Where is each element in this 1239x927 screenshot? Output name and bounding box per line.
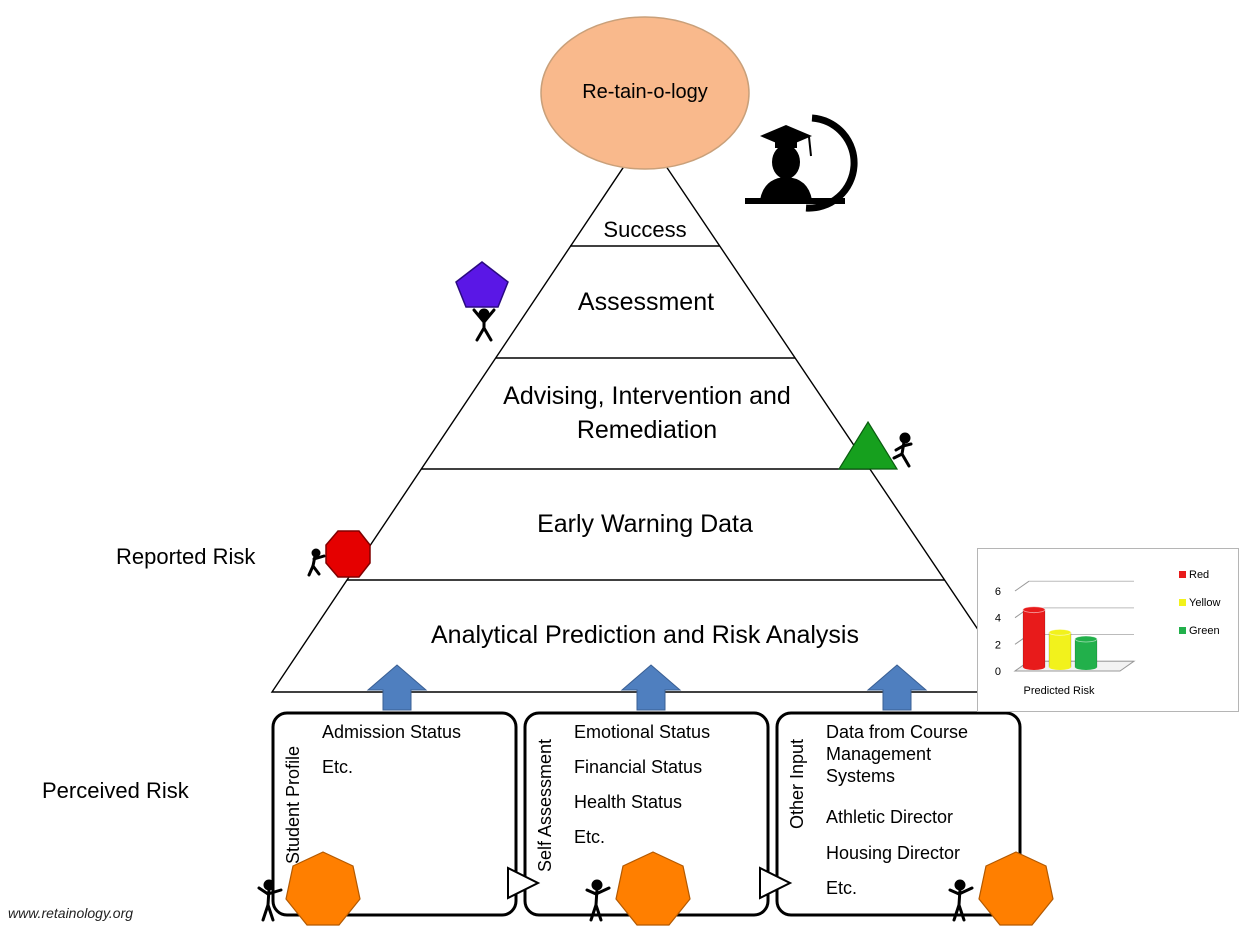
- layer-early-warning: Early Warning Data: [537, 510, 753, 538]
- heptagon-icon: [285, 851, 361, 926]
- pentagon-icon: [455, 261, 509, 308]
- bar-top: [1074, 635, 1098, 643]
- bar-base: [1075, 664, 1097, 670]
- x-axis-label: Predicted Risk: [1024, 685, 1095, 697]
- layer-analytical: Analytical Prediction and Risk Analysis: [431, 621, 859, 649]
- box-item: Housing Director: [826, 843, 961, 863]
- person-icon: [585, 879, 611, 922]
- retainology-bubble: [540, 16, 750, 170]
- chart-gridline: [1014, 580, 1030, 592]
- legend-label: Yellow: [1189, 597, 1220, 609]
- legend-swatch: [1179, 571, 1186, 578]
- legend-swatch: [1179, 599, 1186, 606]
- box-item: Data from Course Management Systems: [826, 722, 969, 786]
- graduate-icon: [745, 114, 858, 212]
- box-item: Health Status: [574, 792, 683, 812]
- person-icon: [257, 879, 283, 922]
- up-arrow-icon: [866, 664, 928, 711]
- student-profile-title: Student Profile: [283, 745, 303, 864]
- heptagons: [285, 851, 1054, 926]
- legend-label: Red: [1189, 569, 1209, 581]
- box-item: Etc.: [574, 827, 606, 847]
- up-arrow-icon: [366, 664, 428, 711]
- layer-assessment: Assessment: [577, 288, 715, 316]
- bar-base: [1023, 664, 1045, 670]
- y-tick-label: 0: [995, 666, 1001, 678]
- person-pushing-icon: [307, 548, 326, 577]
- other-input-title: Other Input: [787, 738, 807, 829]
- connector-arrow-icon: [507, 866, 541, 900]
- person-lifting-icon: [472, 308, 496, 342]
- layer-advising: Advising, Intervention and Remediation: [503, 382, 791, 444]
- perceived-risk-label: Perceived Risk: [42, 778, 189, 803]
- box-item: Etc.: [826, 878, 858, 898]
- box-item: Etc.: [322, 757, 354, 777]
- box-item: Emotional Status: [574, 722, 711, 742]
- reported-risk-label: Reported Risk: [116, 544, 256, 569]
- retainology-title: Re-tain-o-logy: [582, 81, 708, 103]
- up-arrow-icon: [620, 664, 682, 711]
- bar-red: [1022, 609, 1046, 668]
- site-url: www.retainology.org: [8, 905, 134, 921]
- y-tick-label: 6: [995, 586, 1001, 598]
- connectors: [507, 866, 793, 900]
- octagon-icon: [325, 530, 371, 578]
- legend-swatch: [1179, 627, 1186, 634]
- heptagon-icon: [615, 851, 691, 926]
- box-item: Admission Status: [322, 722, 462, 742]
- heptagon-icon: [978, 851, 1054, 926]
- bar-top: [1022, 606, 1046, 614]
- bar-yellow: [1048, 632, 1072, 668]
- stick-figures: [257, 308, 974, 922]
- triangle-icon: [837, 420, 899, 470]
- layer-success: Success: [603, 217, 687, 242]
- other-input-box: [775, 711, 1022, 917]
- legend-label: Green: [1189, 625, 1220, 637]
- bar-top: [1048, 628, 1072, 636]
- box-item: Financial Status: [574, 757, 703, 777]
- bar-base: [1049, 664, 1071, 670]
- y-tick-label: 2: [995, 639, 1001, 651]
- connector-arrow-icon: [759, 866, 793, 900]
- self-assessment-title: Self Assessment: [535, 738, 555, 872]
- up-arrows: [366, 664, 928, 711]
- y-tick-label: 4: [995, 613, 1001, 625]
- box-item: Athletic Director: [826, 807, 954, 827]
- bar-green: [1074, 638, 1098, 668]
- person-icon: [948, 879, 974, 922]
- person-kicking-icon: [892, 432, 913, 468]
